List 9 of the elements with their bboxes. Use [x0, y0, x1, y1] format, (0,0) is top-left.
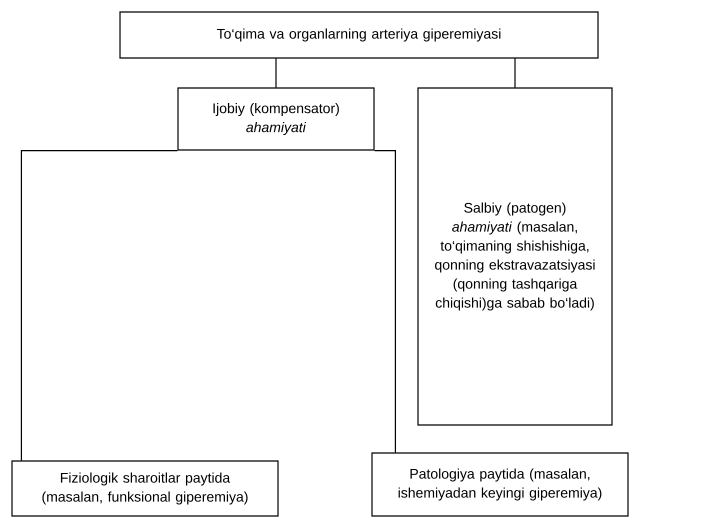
connector-line: [514, 58, 516, 88]
connector-line: [374, 150, 396, 452]
text-box: Salbiy (patogen) ahamiyati (masalan, to‘qimaning shishishiga, qonning ekstravazatsiyasi (qonning tashqariga chiqishi)ga sabab bo‘ladi): [417, 87, 613, 426]
text-box: Patologiya paytida (masalan, ishemiyadan keyingi giperemiya): [371, 452, 629, 517]
text-box: Ijobiy (kompensator) ahamiyati: [177, 87, 375, 151]
connector-line: [275, 58, 277, 88]
text-box: Fiziologik sharoitlar paytida (masalan, funksional giperemiya): [11, 460, 279, 517]
text-box: To‘qima va organlarning arteriya giperemiyasi: [119, 11, 599, 59]
connector-line: [20, 150, 178, 460]
